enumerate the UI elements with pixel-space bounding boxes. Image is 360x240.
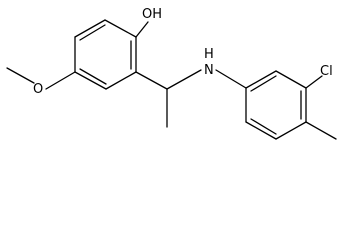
ring1-bond-d-inner: [79, 68, 107, 85]
phenol-ring: [74, 19, 137, 90]
ring1-bond-d: [74, 71, 107, 90]
chlorine-label: Cl: [320, 64, 333, 79]
ring2-bond-a-inner: [250, 75, 277, 92]
ring1-bond-c: [105, 71, 137, 90]
methoxy-bond-ring: [45, 71, 76, 90]
methoxy-oxygen-label: O: [33, 82, 43, 97]
nh-to-ring-bond: [215, 69, 247, 89]
ring2-bond-e: [245, 121, 277, 140]
ring1-bond-f-inner: [79, 24, 106, 41]
ring2-bond-d: [275, 121, 307, 140]
ring1-bond-a: [104, 19, 137, 38]
amine-hydrogen-label: H: [204, 47, 214, 62]
ring1-bond-f: [74, 19, 106, 38]
hydroxyl-label: OH: [142, 7, 162, 22]
aryl-methyl-bond: [305, 121, 337, 140]
ring2-bond-b: [275, 70, 307, 89]
chlorine-bond: [305, 75, 323, 89]
molecule-diagram: OH O H N Cl: [6, 7, 337, 140]
amine-nitrogen-label: N: [204, 63, 214, 78]
hydroxyl-bond: [135, 21, 149, 38]
ring-to-ch-bond: [135, 71, 168, 90]
ring2-bond-a: [245, 70, 277, 89]
methoxy-bond-methyl: [6, 67, 35, 84]
ch-to-nh-bond: [166, 69, 202, 90]
chlorotolyl-ring: [245, 70, 307, 140]
amine-group: H N: [204, 47, 214, 78]
ring2-bond-e-inner: [250, 118, 277, 135]
